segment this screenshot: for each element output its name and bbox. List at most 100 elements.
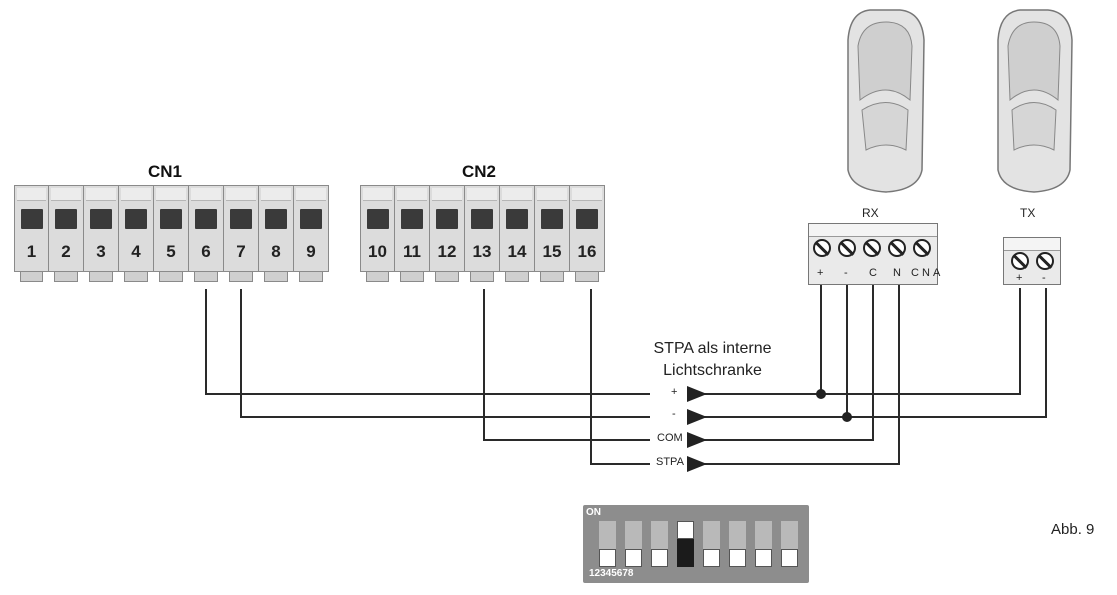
terminal-3: 3	[84, 185, 119, 282]
rx-label: RX	[862, 206, 879, 220]
terminal-5: 5	[154, 185, 189, 282]
wire-rx-plus	[687, 288, 1021, 402]
dip-switch-4[interactable]	[677, 521, 694, 567]
tx-pin-minus: -	[1042, 272, 1046, 284]
cn2-label: CN2	[462, 162, 497, 181]
terminal-number: 14	[507, 242, 527, 261]
tx-screw-1	[1011, 252, 1029, 270]
tx-screw-2	[1036, 252, 1054, 270]
rx-pin-n1: N	[893, 267, 901, 279]
terminal-number: 15	[542, 242, 562, 261]
wire-rx-minus	[687, 288, 1047, 425]
terminal-screw-icon	[160, 209, 182, 229]
figure-label: Abb. 9	[1051, 521, 1095, 538]
terminal-number: 11	[403, 242, 421, 261]
terminal-number: 8	[271, 242, 281, 261]
wire-cn2-16-stpa	[590, 289, 650, 465]
terminal-14: 14	[500, 185, 535, 282]
terminal-number: 4	[131, 242, 141, 261]
wire-cn1-7-minus	[240, 289, 650, 418]
wire-rx-com	[687, 283, 874, 448]
terminal-number: 12	[437, 242, 457, 261]
dip-switch-1[interactable]	[599, 521, 616, 567]
terminal-screw-icon	[21, 209, 43, 229]
terminal-number: 7	[236, 242, 246, 261]
rx-screw-5	[913, 239, 931, 257]
terminal-screw-icon	[90, 209, 112, 229]
terminal-screw-icon	[541, 209, 563, 229]
terminal-4: 4	[119, 185, 154, 282]
dip-switch-5[interactable]	[703, 521, 720, 567]
cn1-terminal-block: 1 2 3 4 5 6 7 8 9	[14, 185, 329, 283]
terminal-screw-icon	[367, 209, 389, 229]
junction-dot-minus	[842, 412, 852, 422]
tx-pin-plus: +	[1016, 272, 1023, 284]
terminal-number: 6	[201, 242, 211, 261]
rx-pin-a: A	[933, 267, 941, 279]
terminal-15: 15	[535, 185, 570, 282]
rx-screw-1	[813, 239, 831, 257]
dip-switch-6[interactable]	[729, 521, 746, 567]
dip-switch: ON 12345678	[583, 505, 809, 583]
terminal-screw-icon	[401, 209, 423, 229]
terminal-2: 2	[49, 185, 84, 282]
terminal-screw-icon	[506, 209, 528, 229]
terminal-1: 1	[14, 185, 49, 282]
terminal-number: 2	[61, 242, 71, 261]
terminal-number: 10	[368, 242, 387, 261]
rx-screw-3	[863, 239, 881, 257]
wire-cn2-13-com	[483, 289, 650, 441]
terminal-8: 8	[259, 185, 294, 282]
tx-label: TX	[1020, 206, 1036, 220]
junction-dot-plus	[816, 389, 826, 399]
terminal-6: 6	[189, 185, 224, 282]
signal-plus: +	[671, 386, 678, 398]
terminal-number: 9	[306, 242, 316, 261]
rx-screw-4	[888, 239, 906, 257]
terminal-12: 12	[430, 185, 465, 282]
caption-line-1: STPA als interne	[653, 340, 772, 357]
cn1-label: CN1	[148, 162, 183, 181]
dip-switch-3[interactable]	[651, 521, 668, 567]
terminal-16: 16	[570, 185, 605, 282]
terminal-screw-icon	[55, 209, 77, 229]
terminal-number: 1	[26, 242, 37, 261]
terminal-screw-icon	[576, 209, 598, 229]
terminal-9: 9	[294, 185, 329, 282]
terminal-screw-icon	[471, 209, 493, 229]
dip-switch-7[interactable]	[755, 521, 772, 567]
terminal-screw-icon	[195, 209, 217, 229]
terminal-screw-icon	[230, 209, 252, 229]
terminal-10: 10	[360, 185, 395, 282]
terminal-11: 11	[395, 185, 430, 282]
terminal-screw-icon	[300, 209, 322, 229]
rx-pin-n2: N	[922, 267, 930, 279]
caption-line-2: Lichtschranke	[663, 362, 762, 379]
stpa-caption: STPA als interne Lichtschranke	[625, 338, 800, 382]
tx-terminal-block: + -	[1003, 237, 1061, 285]
terminal-number: 13	[472, 242, 492, 261]
terminal-7: 7	[224, 185, 259, 282]
terminal-screw-icon	[265, 209, 287, 229]
signal-minus: -	[672, 408, 676, 420]
terminal-number: 16	[577, 242, 597, 261]
wire-cn1-6-plus	[205, 289, 650, 395]
dip-switch-2[interactable]	[625, 521, 642, 567]
signal-stpa: STPA	[656, 456, 684, 468]
rx-screw-2	[838, 239, 856, 257]
dip-on-label: ON	[586, 507, 601, 518]
terminal-number: 3	[96, 242, 106, 261]
tx-photocell-icon	[997, 9, 1073, 193]
dip-switch-8[interactable]	[781, 521, 798, 567]
dip-numbers: 12345678	[589, 568, 634, 579]
cn2-terminal-block: 10 11 12 13 14 15 16	[360, 185, 605, 283]
terminal-screw-icon	[436, 209, 458, 229]
terminal-13: 13	[465, 185, 500, 282]
wire-rx-stpa	[687, 283, 900, 472]
rx-pin-c1: C	[869, 267, 877, 279]
rx-pin-minus: -	[844, 267, 848, 279]
rx-photocell-icon	[847, 9, 925, 193]
terminal-screw-icon	[125, 209, 147, 229]
terminal-number: 5	[166, 242, 176, 261]
